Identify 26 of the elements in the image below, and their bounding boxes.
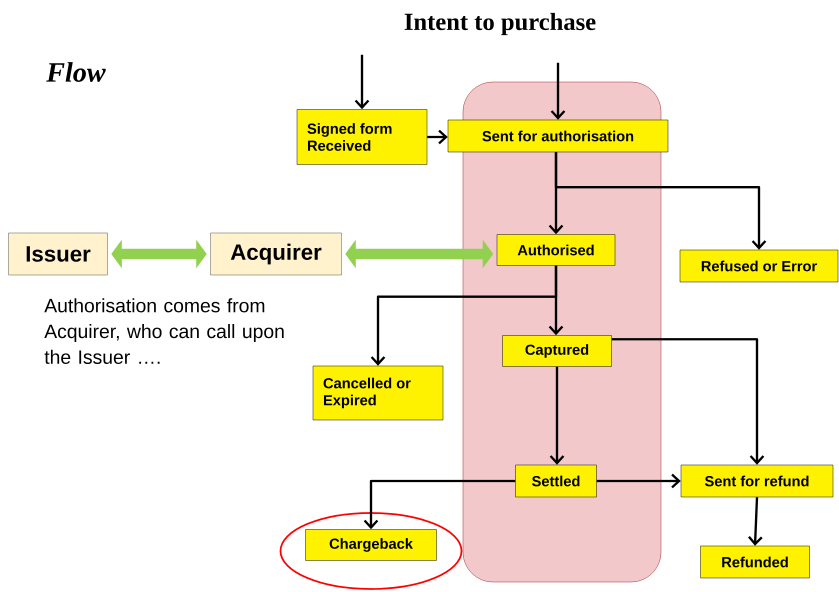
arrow [596,474,681,488]
arrow [370,266,558,366]
arrow [748,497,763,546]
arrow [427,130,448,144]
status-box: Settled [515,464,597,498]
note-text: Authorisation comes from Acquirer, who can call upon the Issuer …. [44,298,284,364]
status-box: Sent for refund [680,464,834,498]
heading: Intent to purchase [404,12,596,36]
status-box: Refused or Error [680,250,838,282]
highlight-ellipse [280,512,462,590]
arrow [364,480,516,530]
arrow [550,366,564,465]
arrow [612,338,764,465]
party-box: Acquirer [210,232,342,276]
party-box: Issuer [8,232,108,276]
arrow [354,54,370,110]
flow-heading: Flow [46,62,106,82]
status-box: Chargeback [305,529,437,561]
arrow [550,62,566,120]
status-box: Signed form Received [296,109,428,165]
status-box: Sent for authorisation [448,120,668,152]
status-box: Authorised [496,234,616,266]
arrow [554,152,766,250]
status-box: Captured [502,335,612,367]
status-box: Cancelled or Expired [312,366,444,420]
status-box: Refunded [700,546,810,578]
